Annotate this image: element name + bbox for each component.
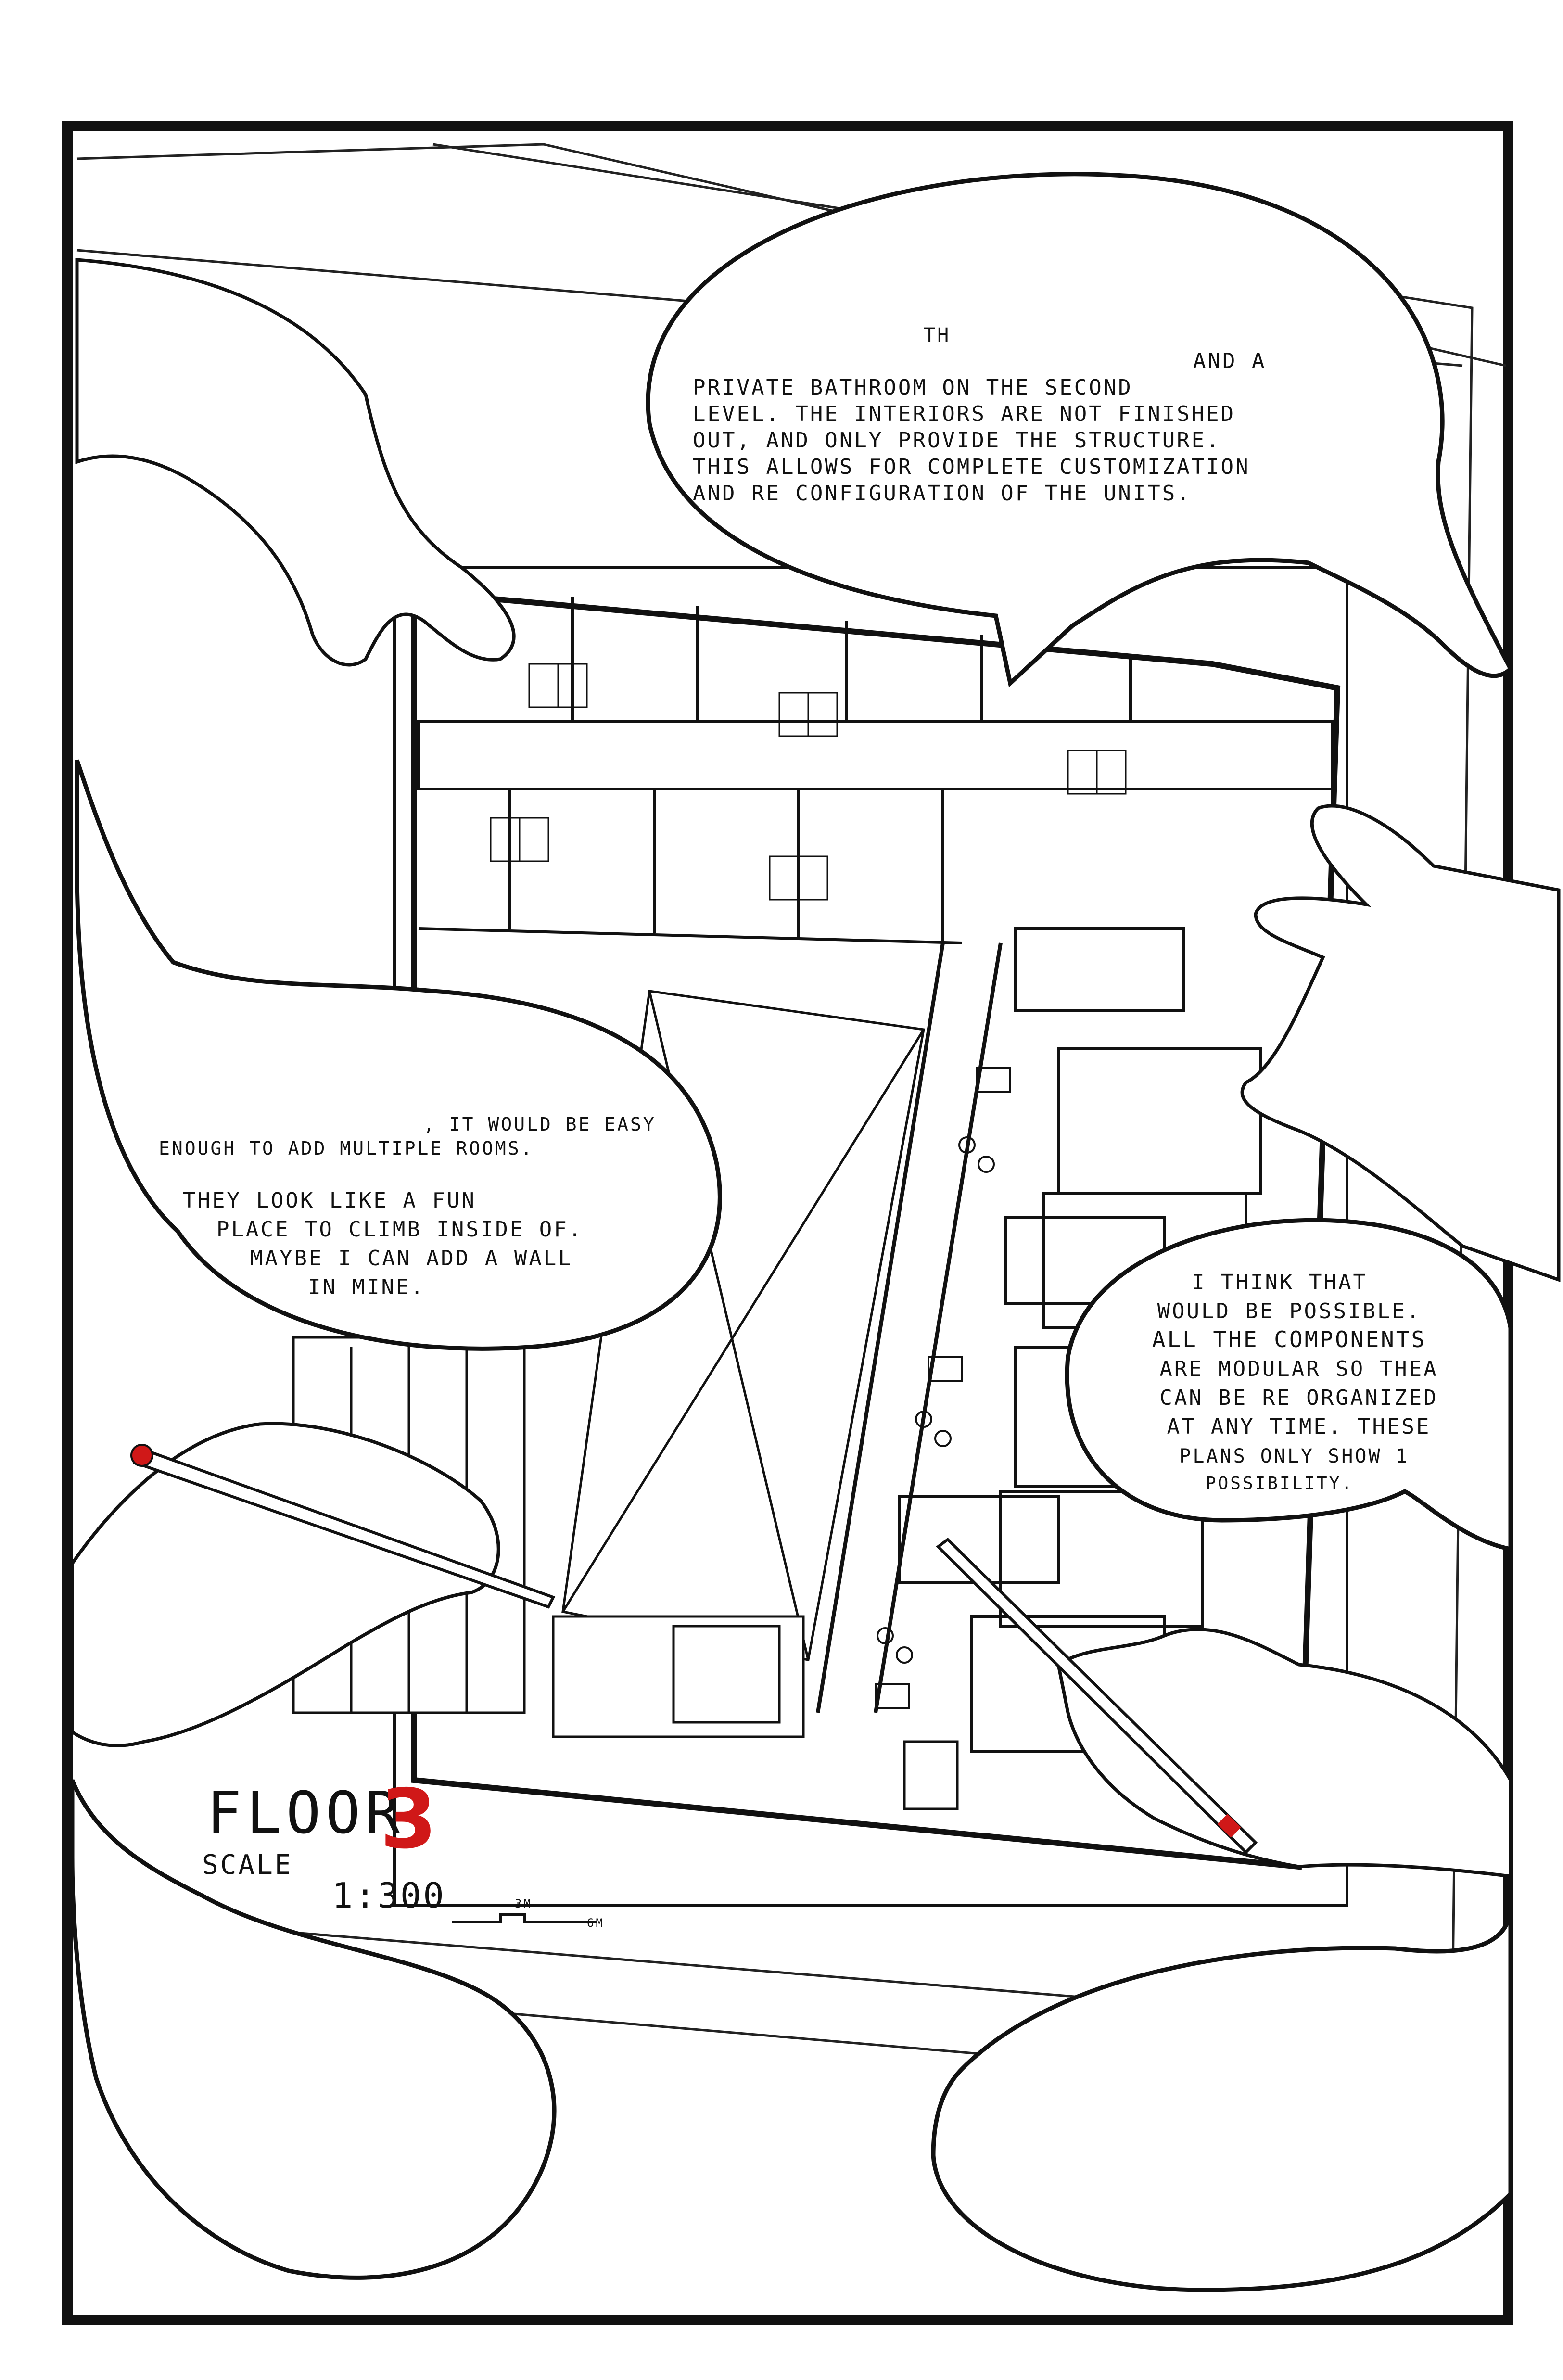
left-bubble-line-2: ENOUGH TO ADD MULTIPLE ROOMS. — [159, 1138, 534, 1159]
right-pencil-band-icon — [1217, 1814, 1241, 1838]
left-bubble-line-3: THEY LOOK LIKE A FUN — [183, 1188, 476, 1213]
right-pencil — [936, 1538, 1258, 1855]
right-bubble-text: I THINK THAT WOULD BE POSSIBLE. ALL THE … — [1152, 1270, 1438, 1493]
top-bubble-line-3: PRIVATE BATHROOM ON THE SECOND — [693, 375, 1133, 400]
top-speech-bubble — [646, 172, 1513, 687]
speech-bubbles — [70, 172, 1513, 2292]
floor-title: FLOOR 3 SCALE 1:300 3M 6M — [202, 1772, 605, 1930]
right-bubble-line-1: I THINK THAT — [1192, 1270, 1368, 1295]
scale-value: 1:300 — [332, 1875, 446, 1916]
bottom-right-hand — [1056, 1628, 1512, 1878]
right-bubble-line-5: CAN BE RE ORGANIZED — [1159, 1386, 1438, 1410]
right-bubble-line-7: PLANS ONLY SHOW 1 — [1179, 1445, 1409, 1467]
hands — [70, 258, 1561, 1878]
left-bubble-line-1: , IT WOULD BE EASY — [423, 1114, 656, 1135]
left-pencil-eraser-icon — [130, 1444, 153, 1467]
top-bubble-line-5: OUT, AND ONLY PROVIDE THE STRUCTURE. — [693, 428, 1221, 453]
right-bubble-line-4: ARE MODULAR SO THEA — [1159, 1357, 1438, 1381]
left-bubble-line-4: PLACE TO CLIMB INSIDE OF. — [216, 1217, 583, 1242]
scale-mark-3m: 3M — [515, 1897, 533, 1910]
pencils — [130, 1444, 1258, 1855]
left-speech-bubble — [75, 759, 722, 1351]
scale-label: SCALE — [202, 1849, 293, 1881]
top-bubble-line-6: THIS ALLOWS FOR COMPLETE CUSTOMIZATION — [693, 455, 1250, 479]
top-bubble-line-2: AND A — [1193, 349, 1266, 373]
right-bubble-line-8: POSSIBILITY. — [1206, 1474, 1354, 1493]
right-bubble-line-2: WOULD BE POSSIBLE. — [1157, 1299, 1422, 1324]
right-hand — [1240, 804, 1561, 1282]
top-bubble-text: TH AND A PRIVATE BATHROOM ON THE SECOND … — [693, 324, 1266, 506]
scale-bar — [452, 1913, 597, 1923]
top-left-hand — [75, 258, 516, 667]
bottom-right-speech-bubble — [931, 1905, 1513, 2292]
left-bubble-line-5: MAYBE I CAN ADD A WALL — [250, 1246, 573, 1271]
right-bubble-line-3: ALL THE COMPONENTS — [1152, 1326, 1427, 1352]
top-bubble-line-7: AND RE CONFIGURATION OF THE UNITS. — [693, 481, 1192, 506]
scale-mark-6m: 6M — [587, 1916, 605, 1930]
right-speech-bubble — [1065, 1218, 1513, 1552]
bottom-left-speech-bubble — [70, 1779, 557, 2280]
right-bubble-line-6: AT ANY TIME. THESE — [1167, 1414, 1431, 1439]
floor-label: FLOOR — [207, 1780, 405, 1847]
left-bubble-line-6: IN MINE. — [308, 1275, 425, 1299]
left-bubble-text: , IT WOULD BE EASY ENOUGH TO ADD MULTIPL… — [159, 1114, 656, 1299]
floor-number: 3 — [380, 1772, 437, 1867]
top-bubble-line-4: LEVEL. THE INTERIORS ARE NOT FINISHED — [693, 402, 1235, 426]
top-bubble-line-1: TH — [924, 324, 951, 346]
